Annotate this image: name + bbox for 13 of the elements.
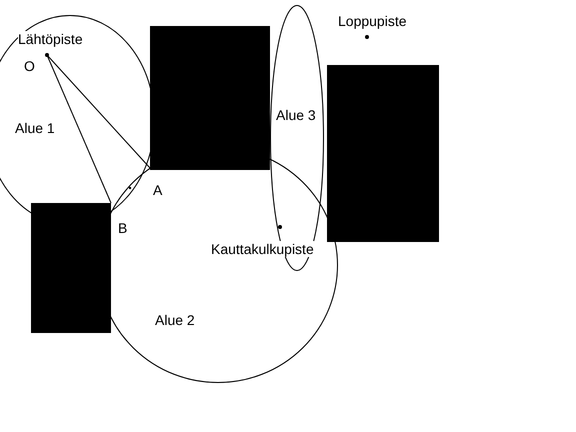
- obstacle-block: [150, 26, 270, 170]
- obstacle-block: [327, 65, 439, 242]
- point-label: B: [118, 220, 128, 236]
- obstacle-block: [31, 203, 111, 333]
- point-label: A: [153, 182, 162, 198]
- point-name: Kauttakulkupiste: [211, 241, 314, 257]
- line: [46, 54, 150, 168]
- point-name: Lähtöpiste: [18, 31, 83, 47]
- point-name: Loppupiste: [338, 13, 407, 29]
- point-label: O: [24, 58, 35, 74]
- region-label: Alue 3: [276, 107, 316, 123]
- region-label: Alue 1: [15, 120, 55, 136]
- region-label: Alue 2: [155, 312, 195, 328]
